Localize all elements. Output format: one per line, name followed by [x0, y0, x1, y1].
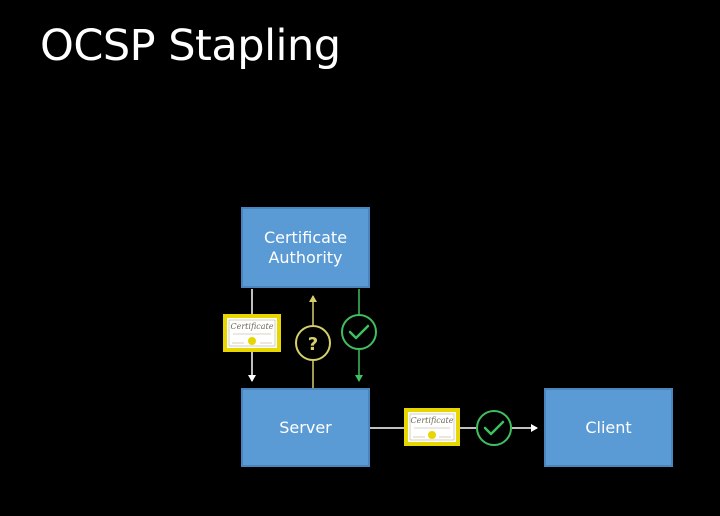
certificate-authority-label: Certificate Authority: [263, 227, 348, 267]
server-node: Server: [241, 388, 370, 467]
checkmark-icon: [341, 314, 377, 350]
question-mark-icon: ?: [295, 325, 331, 361]
slide-title: OCSP Stapling: [40, 21, 341, 71]
server-label: Server: [279, 417, 332, 437]
question-mark-text: ?: [308, 334, 318, 355]
client-node: Client: [544, 388, 673, 467]
certificate-icon: Certificate: [223, 314, 281, 352]
certificate-heading: Certificate: [231, 322, 274, 331]
stapled-certificate-heading: Certificate: [411, 416, 454, 425]
stapled-checkmark-icon: [476, 410, 512, 446]
certificate-authority-node: Certificate Authority: [241, 207, 370, 288]
client-label: Client: [585, 417, 632, 437]
stapled-certificate-icon: Certificate: [404, 408, 460, 446]
